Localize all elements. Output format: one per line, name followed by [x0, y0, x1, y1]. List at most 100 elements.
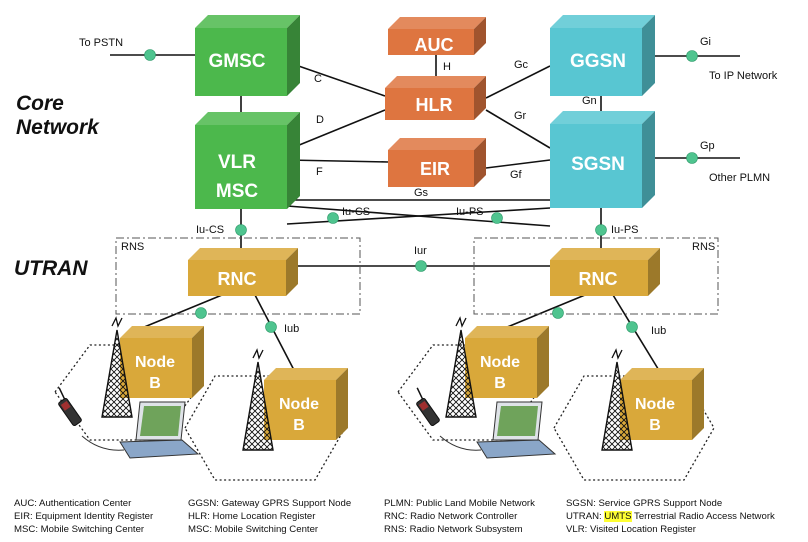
antenna-tower-icon — [242, 348, 274, 451]
iu-cs-mid-label: Iu-CS — [342, 206, 370, 218]
gmsc-box — [195, 15, 300, 96]
auc-box — [388, 17, 486, 55]
ggsn-label: GGSN — [570, 51, 626, 72]
legend-col-2: GGSN: Gateway GPRS Support Node HLR: Hom… — [188, 497, 351, 536]
gc-link — [485, 65, 551, 99]
cells — [54, 344, 715, 481]
f-link — [286, 159, 389, 163]
antenna-tower-icon — [101, 316, 133, 418]
gr-link — [485, 109, 551, 149]
sgsn-label: SGSN — [571, 154, 625, 175]
iu-ps-dot — [491, 212, 503, 224]
ggsn-box — [550, 15, 655, 96]
cell-hex — [553, 375, 715, 481]
iu-cs-left-label: Iu-CS — [196, 224, 224, 236]
node-b-rr-label-1: Node — [635, 396, 675, 413]
laptop-icon — [439, 401, 557, 459]
mobile-phone-icon — [416, 387, 440, 427]
legend-text: UTRAN: — [566, 511, 605, 522]
node-b-lr-box — [264, 368, 348, 440]
core-network-title-2: Network — [16, 116, 100, 139]
utran-title: UTRAN — [14, 257, 88, 280]
sgsn-box — [550, 111, 655, 208]
node-b-rr-box — [620, 368, 704, 440]
legend-item: HLR: Home Location Register — [188, 511, 316, 522]
legend-item: UTRAN: UMTS Terrestrial Radio Access Net… — [566, 510, 775, 523]
node-b-lr-label-1: Node — [279, 396, 319, 413]
iub-rl-link — [499, 294, 586, 331]
laptop-icon — [81, 401, 200, 459]
pstn-dot — [144, 49, 156, 61]
iub-rl-dot — [552, 307, 564, 319]
legend-item: SGSN: Service GPRS Support Node — [566, 498, 723, 509]
iub-left-label: Iub — [284, 323, 299, 335]
legend-item: GGSN: Gateway GPRS Support Node — [188, 498, 352, 509]
legend-item: EIR: Equipment Identity Register — [14, 511, 154, 522]
node-b-ll-box — [120, 326, 204, 398]
pstn-label: To PSTN — [79, 37, 123, 49]
gp-label: Gp — [700, 140, 715, 152]
legend-item: RNS: Radio Network Subsystem — [384, 524, 523, 535]
legend-col-1: AUC: Authentication Center EIR: Equipmen… — [14, 497, 153, 536]
gi-dot — [686, 50, 698, 62]
legend-item: RNC: Radio Network Controller — [384, 511, 518, 522]
rnc-right-box — [550, 248, 660, 296]
node-b-lr-label-2: B — [293, 417, 305, 434]
auc-label: AUC — [415, 35, 454, 55]
f-label: F — [316, 166, 323, 178]
iu-cs-dot — [327, 212, 339, 224]
gs-label: Gs — [414, 187, 429, 199]
rns-right-label: RNS — [692, 241, 715, 253]
core-network-title-1: Core — [16, 92, 64, 115]
rnc-left-box — [188, 248, 298, 296]
gr-label: Gr — [514, 110, 527, 122]
interface-dots — [144, 49, 698, 333]
node-b-rl-label-1: Node — [480, 354, 520, 371]
iur-dot — [415, 260, 427, 272]
node-boxes — [120, 15, 704, 440]
antenna-tower-icon — [445, 316, 477, 418]
interface-labels: To PSTN To IP Network Other PLMN Gi Gp C… — [79, 36, 778, 337]
legend-item: VLR: Visited Location Register — [566, 524, 696, 535]
iub-ll-link — [136, 294, 223, 331]
node-b-rl-box — [465, 326, 549, 398]
msc-label: MSC — [216, 181, 259, 202]
c-label: C — [314, 73, 322, 85]
node-labels: GMSC AUC HLR EIR GGSN SGSN VLR MSC RNC R… — [135, 35, 675, 434]
hlr-label: HLR — [416, 95, 453, 115]
iu-ps-right-dot — [595, 224, 607, 236]
gp-dot — [686, 152, 698, 164]
node-b-rr-label-2: B — [649, 417, 661, 434]
iub-lr-dot — [265, 321, 277, 333]
legend-item: MSC: Mobile Switching Center — [14, 524, 145, 535]
mobile-phone-icon — [58, 387, 82, 427]
iu-cs-left-dot — [235, 224, 247, 236]
other-plmn-label: Other PLMN — [709, 172, 770, 184]
gf-link — [485, 159, 551, 169]
iub-ll-dot — [195, 307, 207, 319]
iu-ps-mid-label: Iu-PS — [456, 206, 484, 218]
iur-label: Iur — [414, 245, 427, 257]
iub-right-label: Iub — [651, 325, 666, 337]
cell-hex — [184, 375, 346, 481]
legend-item: MSC: Mobile Switching Center — [188, 524, 319, 535]
vlr-label: VLR — [218, 152, 256, 173]
iub-lr-link — [254, 294, 296, 373]
eir-box — [388, 138, 486, 187]
node-b-ll-label-1: Node — [135, 354, 175, 371]
node-b-ll-label-2: B — [149, 375, 161, 392]
legend-highlight: UMTS — [604, 511, 632, 522]
gmsc-label: GMSC — [209, 51, 266, 72]
legend-col-3: PLMN: Public Land Mobile Network RNC: Ra… — [384, 497, 535, 536]
vlr-msc-box — [195, 112, 300, 209]
iu-ps-right-label: Iu-PS — [611, 224, 639, 236]
c-link — [286, 61, 386, 97]
legend-text: Terrestrial Radio Access Network — [631, 511, 775, 522]
h-label: H — [443, 61, 451, 73]
rnc-right-label: RNC — [579, 269, 618, 289]
cell-hex — [54, 344, 196, 441]
gc-label: Gc — [514, 59, 529, 71]
legend-col-4: SGSN: Service GPRS Support Node UTRAN: U… — [566, 497, 775, 536]
iub-rr-link — [612, 294, 661, 373]
gf-label: Gf — [510, 169, 523, 181]
